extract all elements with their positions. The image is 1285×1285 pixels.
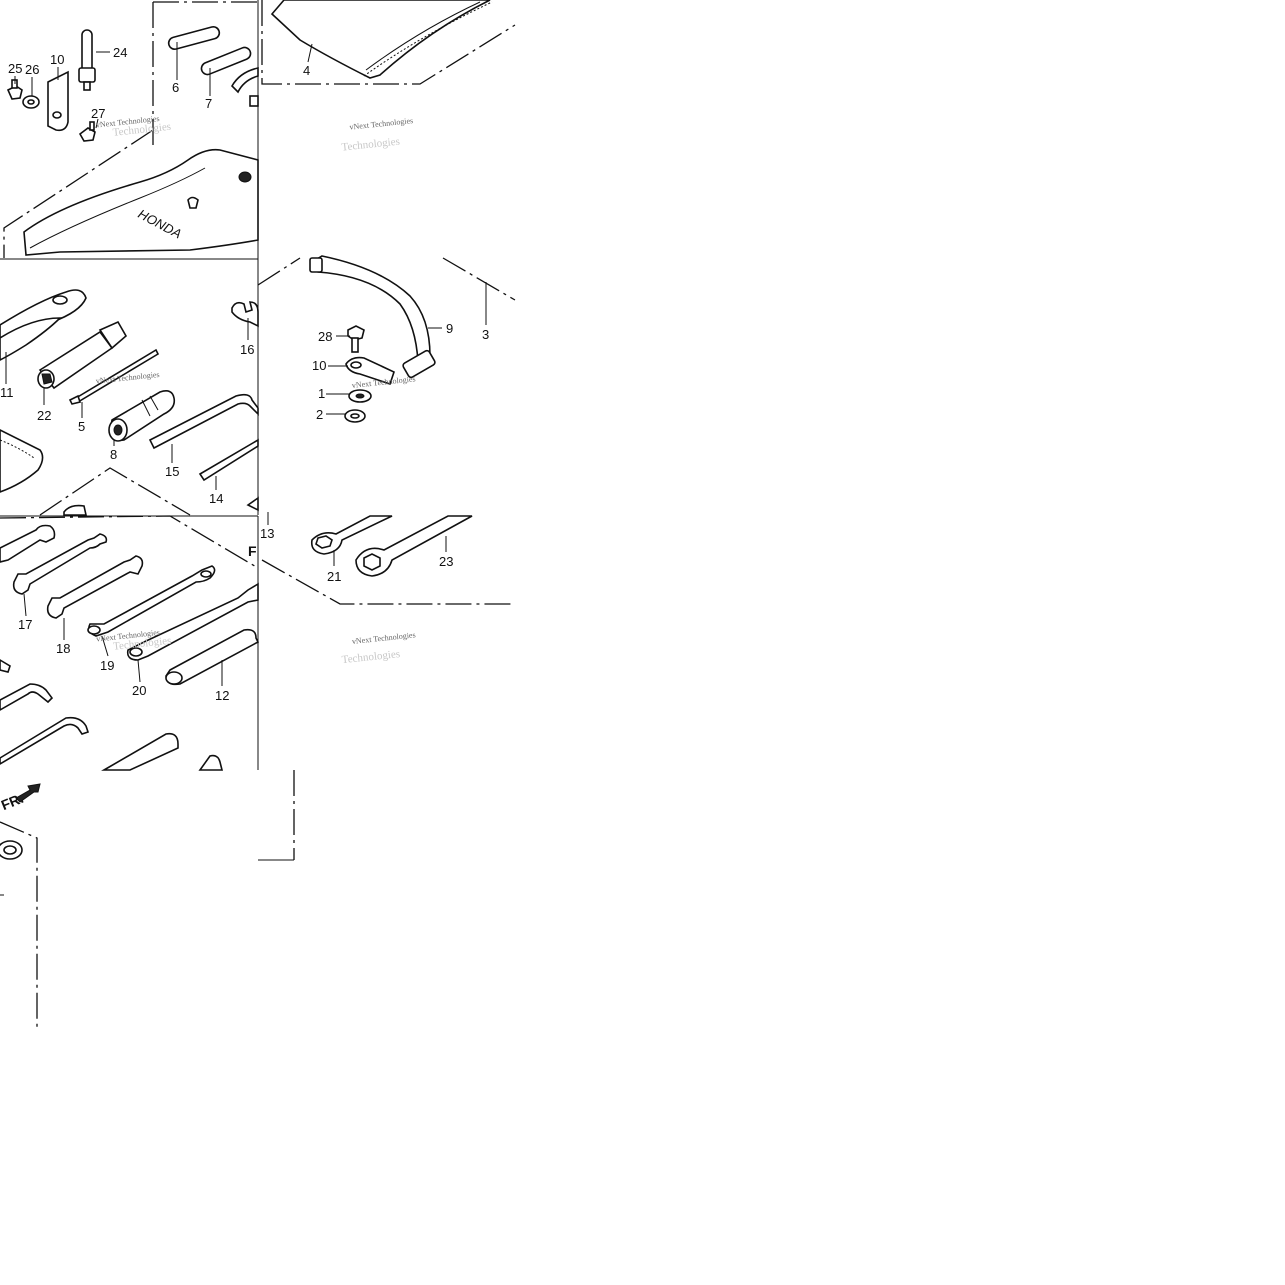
wrench-part-16 <box>231 301 259 328</box>
socket-wrench-part-22 <box>37 320 128 390</box>
callout-5: 5 <box>78 419 85 434</box>
hex-key-part-15 <box>148 393 259 450</box>
callout-24: 24 <box>113 45 127 60</box>
ring-wrench-part-20 <box>126 582 259 661</box>
watermark: vNext Technologies <box>349 116 414 132</box>
bracket-part-10 <box>47 70 69 132</box>
front-arrow-label: FR. <box>0 790 26 813</box>
callout-28: 28 <box>318 329 332 344</box>
front-arrow-icon <box>15 783 41 803</box>
callout-19: 19 <box>100 658 114 673</box>
callout-15: 15 <box>165 464 179 479</box>
hex-key-part-14 <box>198 438 259 482</box>
callout-9: 9 <box>446 321 453 336</box>
watermark: vNext Technologies <box>95 370 160 386</box>
wrench-upper-left <box>0 524 56 563</box>
key-part-7 <box>200 46 252 76</box>
watermark: vNext Technologies <box>351 374 416 390</box>
wrench-part-18 <box>46 555 144 619</box>
tool-roll-bag: HONDA <box>23 148 259 256</box>
callout-20: 20 <box>132 683 146 698</box>
callout-26: 26 <box>25 62 39 77</box>
callout-10: 10 <box>50 52 64 67</box>
callout-23: 23 <box>439 554 453 569</box>
callout-1: 1 <box>318 386 325 401</box>
callout-21: 21 <box>327 569 341 584</box>
ring-wrench-part-21 <box>310 515 393 555</box>
strap-part-9 <box>309 255 436 379</box>
callout-17: 17 <box>18 617 32 632</box>
screw-part-27 <box>78 121 96 142</box>
pliers-part-11 <box>0 289 87 361</box>
callout-12: 12 <box>215 688 229 703</box>
watermark: vNext Technologies <box>351 630 416 646</box>
ring-wrench-part-23 <box>355 515 473 577</box>
callout-3: 3 <box>482 327 489 342</box>
callout-6: 6 <box>172 80 179 95</box>
driver-handle-part-8 <box>108 390 176 442</box>
washer-part-1 <box>348 389 372 403</box>
ring-wrench-part-19 <box>87 565 216 637</box>
watermark-shadow: Technologies <box>341 648 400 666</box>
pin-part-24 <box>78 29 96 91</box>
grommet-part-26 <box>22 95 40 109</box>
bottom-right-parts <box>310 515 473 577</box>
front-arrow-partial-label: F <box>248 543 257 559</box>
callout-8: 8 <box>110 447 117 462</box>
watermark-shadow: Technologies <box>341 136 400 154</box>
key-part-6 <box>167 26 221 50</box>
wrench-part-17 <box>12 533 108 595</box>
washer-part-2 <box>344 409 366 423</box>
top-right-parts <box>270 0 493 79</box>
callout-2: 2 <box>316 407 323 422</box>
middle-left-parts <box>0 289 259 516</box>
callout-10b: 10 <box>312 358 326 373</box>
callout-7: 7 <box>205 96 212 111</box>
callout-numbers: 25 26 10 24 27 6 7 4 16 11 22 5 8 15 14 … <box>0 45 489 703</box>
callout-22: 22 <box>37 408 51 423</box>
callout-14: 14 <box>209 491 223 506</box>
bracket-part-10b <box>345 356 395 386</box>
bottom-left-parts <box>0 524 260 771</box>
callout-11: 11 <box>0 385 14 400</box>
lower-fragments: FR. F <box>0 543 257 896</box>
callout-13: 13 <box>260 526 274 541</box>
callout-4: 4 <box>303 63 310 78</box>
callout-16: 16 <box>240 342 254 357</box>
callout-25: 25 <box>8 61 22 76</box>
screwdriver-part-5 <box>68 348 160 405</box>
callout-18: 18 <box>56 641 70 656</box>
top-left-parts: HONDA <box>6 26 259 256</box>
tube-part-12 <box>165 628 260 686</box>
leader-lines <box>5 42 487 686</box>
bolt-part-28 <box>347 325 365 353</box>
callout-27: 27 <box>91 106 105 121</box>
